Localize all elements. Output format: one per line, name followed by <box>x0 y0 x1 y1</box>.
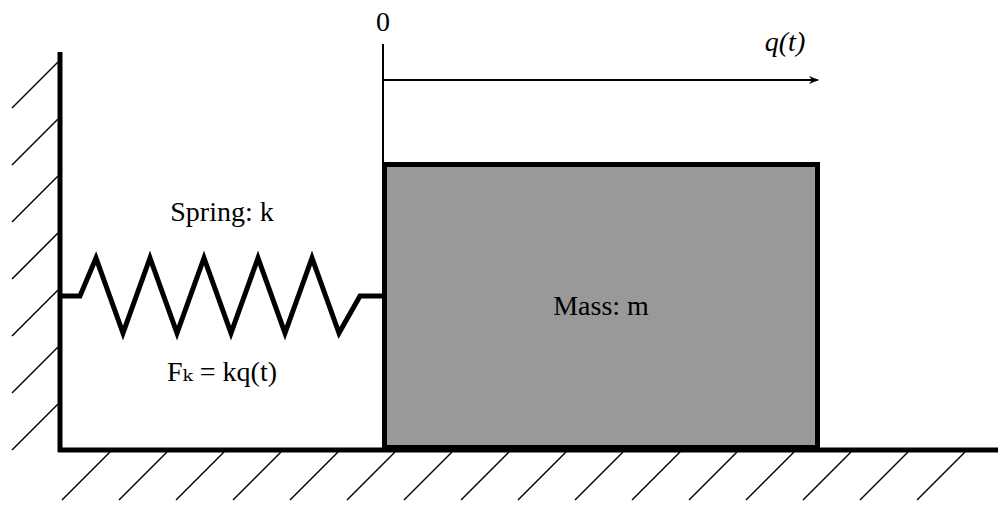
hatch-stroke <box>461 452 509 500</box>
hatch-stroke <box>917 452 965 500</box>
force-label: Fₖ = kq(t) <box>167 357 277 388</box>
hatch-stroke <box>632 452 680 500</box>
displacement-arrow <box>383 79 818 81</box>
hatch-stroke <box>404 452 452 500</box>
hatch-stroke <box>233 452 281 500</box>
mass-label: Mass: m <box>553 291 649 322</box>
hatch-stroke <box>12 290 58 336</box>
spring-label: Spring: k <box>170 197 273 228</box>
hatch-stroke <box>176 452 224 500</box>
wall <box>58 52 63 452</box>
hatch-stroke <box>746 452 794 500</box>
ground-hatching <box>12 62 965 500</box>
hatch-stroke <box>12 233 58 279</box>
mass-block: Mass: m <box>382 162 820 450</box>
hatch-stroke <box>62 452 110 500</box>
origin-tick <box>382 44 384 162</box>
hatch-stroke <box>518 452 566 500</box>
hatch-stroke <box>290 452 338 500</box>
hatch-stroke <box>575 452 623 500</box>
spring-symbol <box>60 258 382 333</box>
hatch-stroke <box>347 452 395 500</box>
hatch-stroke <box>12 176 58 222</box>
hatch-stroke <box>12 119 58 165</box>
hatch-stroke <box>860 452 908 500</box>
coordinate-label: q(t) <box>765 27 805 58</box>
hatch-stroke <box>803 452 851 500</box>
origin-label: 0 <box>376 7 390 38</box>
hatch-stroke <box>12 404 58 450</box>
hatch-stroke <box>12 347 58 393</box>
hatch-stroke <box>12 62 58 108</box>
hatch-stroke <box>689 452 737 500</box>
hatch-stroke <box>119 452 167 500</box>
